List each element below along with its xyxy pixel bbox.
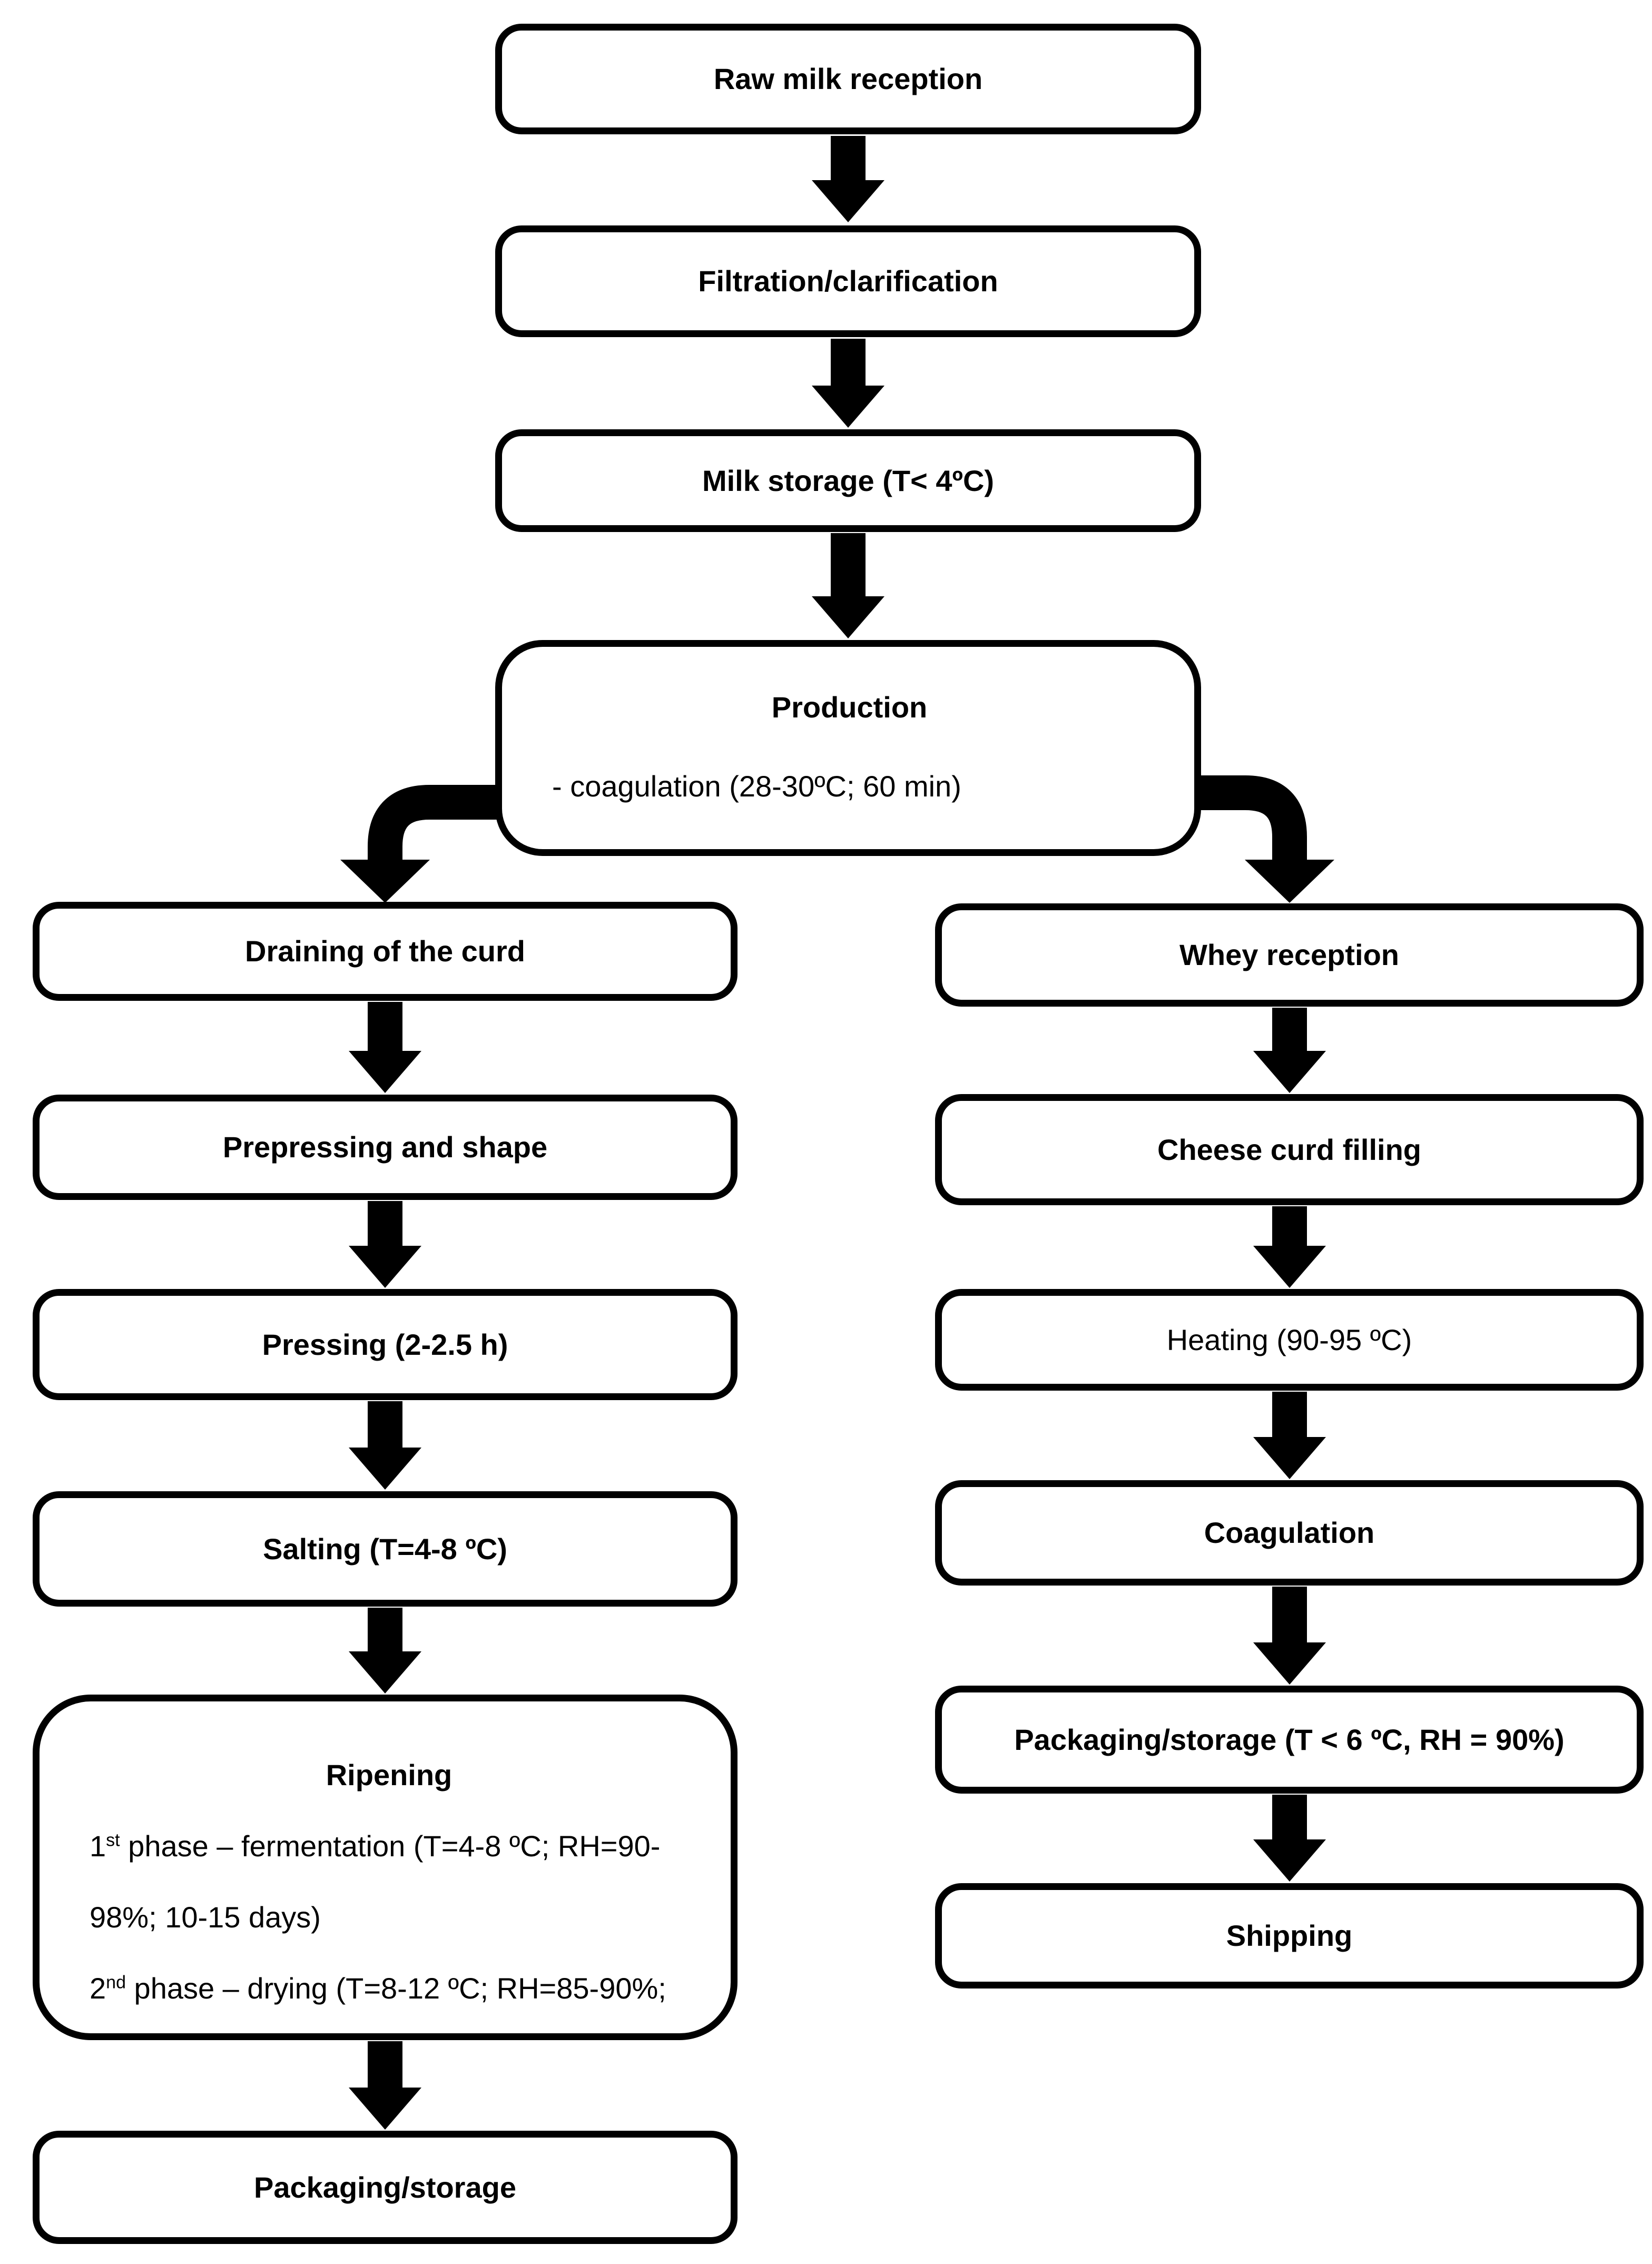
node-label: Milk storage (T< 4ºC) — [702, 464, 995, 497]
production-title: Production — [771, 691, 928, 724]
node-label: Shipping — [1226, 1919, 1353, 1952]
node-raw-milk-reception: Raw milk reception — [495, 24, 1201, 134]
ripening-phase1-continuation: 98%; 10-15 days) — [90, 1901, 321, 1934]
node-label: Packaging/storage — [254, 2170, 516, 2204]
arrow-whey-to-curd-filling — [1253, 1008, 1326, 1093]
node-label: Whey reception — [1179, 938, 1399, 971]
ripening-title: Ripening — [326, 1758, 453, 1791]
node-label: Filtration/clarification — [698, 264, 998, 298]
arrow-production-to-draining — [340, 785, 497, 903]
node-label: Heating (90-95 ºC) — [1166, 1323, 1412, 1356]
phase1-text: phase – fermentation (T=4-8 ºC; RH=90- — [120, 1829, 661, 1863]
node-label: Draining of the curd — [245, 934, 525, 968]
node-label: Raw milk reception — [713, 62, 983, 95]
arrow-salting-to-ripening — [349, 1608, 421, 1694]
arrow-draining-to-prepressing — [349, 1002, 421, 1093]
node-packaging-storage-left: Packaging/storage — [33, 2131, 738, 2244]
arrow-raw-to-filtration — [812, 136, 884, 222]
node-production: Production - coagulation (28-30ºC; 60 mi… — [495, 640, 1201, 856]
arrow-storage-to-production — [812, 533, 884, 638]
node-pressing: Pressing (2-2.5 h) — [33, 1289, 738, 1400]
phase1-number: 1 — [90, 1829, 106, 1863]
node-milk-storage: Milk storage (T< 4ºC) — [495, 429, 1201, 532]
node-ripening: Ripening 1st phase – fermentation (T=4-8… — [33, 1695, 738, 2040]
phase1-ordinal-suffix: st — [106, 1830, 120, 1850]
node-salting: Salting (T=4-8 ºC) — [33, 1491, 738, 1607]
node-cheese-curd-filling: Cheese curd filling — [935, 1094, 1644, 1205]
phase2-number: 2 — [90, 1972, 106, 2005]
arrow-prepressing-to-pressing — [349, 1201, 421, 1288]
ripening-phase2-line: 2nd phase – drying (T=8-12 ºC; RH=85-90%… — [90, 1967, 689, 2010]
arrow-curd-filling-to-heating — [1253, 1206, 1326, 1288]
phase2-text: phase – drying (T=8-12 ºC; RH=85-90%; — [125, 1972, 666, 2005]
node-label: Cheese curd filling — [1157, 1133, 1421, 1166]
phase2-ordinal-suffix: nd — [106, 1972, 126, 1993]
node-label: Pressing (2-2.5 h) — [262, 1327, 508, 1361]
production-detail: - coagulation (28-30ºC; 60 min) — [552, 770, 961, 803]
arrow-coagulation-to-packaging — [1253, 1587, 1326, 1685]
arrow-production-to-whey — [1200, 775, 1334, 903]
node-whey-reception: Whey reception — [935, 903, 1644, 1007]
node-label: Prepressing and shape — [222, 1130, 548, 1164]
arrow-heating-to-coagulation — [1253, 1392, 1326, 1479]
node-prepressing-and-shape: Prepressing and shape — [33, 1095, 738, 1200]
node-packaging-storage-right: Packaging/storage (T < 6 ºC, RH = 90%) — [935, 1686, 1644, 1794]
node-label: Coagulation — [1204, 1516, 1375, 1549]
node-shipping: Shipping — [935, 1883, 1644, 1989]
node-draining-of-curd: Draining of the curd — [33, 902, 738, 1001]
node-filtration-clarification: Filtration/clarification — [495, 225, 1201, 337]
node-coagulation: Coagulation — [935, 1480, 1644, 1586]
arrow-filtration-to-storage — [812, 339, 884, 428]
node-heating: Heating (90-95 ºC) — [935, 1289, 1644, 1391]
arrow-ripening-to-packaging — [349, 2041, 421, 2130]
arrow-pressing-to-salting — [349, 1401, 421, 1490]
node-label: Packaging/storage (T < 6 ºC, RH = 90%) — [1014, 1722, 1565, 1756]
arrow-packaging-to-shipping — [1253, 1795, 1326, 1882]
ripening-phase1-line: 1st phase – fermentation (T=4-8 ºC; RH=9… — [90, 1825, 689, 1867]
node-label: Salting (T=4-8 ºC) — [263, 1532, 507, 1566]
